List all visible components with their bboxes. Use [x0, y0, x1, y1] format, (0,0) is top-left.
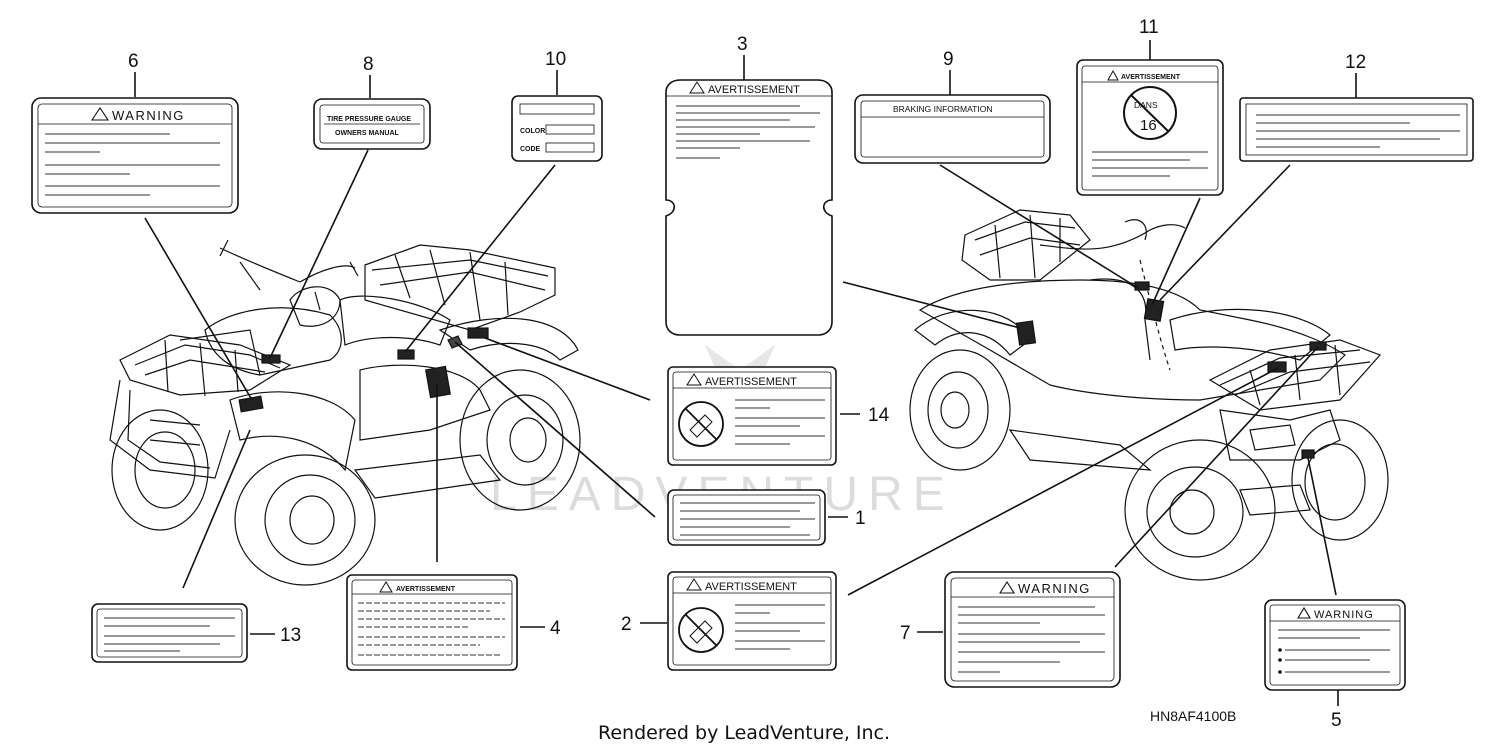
callout-10[interactable]: 10	[545, 49, 566, 70]
label-13[interactable]	[91, 603, 248, 663]
avertissement-text: AVERTISSEMENT	[1121, 74, 1181, 81]
code-text: CODE	[520, 146, 541, 153]
label-11-age-warning[interactable]: AVERTISSEMENT DANS 16	[1076, 59, 1224, 196]
callout-8[interactable]: 8	[363, 54, 374, 75]
dans-text: DANS	[1134, 100, 1158, 110]
warning-triangle-icon	[1107, 69, 1119, 81]
warning-triangle-icon	[689, 81, 705, 94]
callout-6[interactable]: 6	[128, 51, 139, 72]
callout-2[interactable]: 2	[621, 614, 632, 635]
label-12[interactable]	[1239, 97, 1474, 162]
label-14-avertissement[interactable]: AVERTISSEMENT	[667, 366, 837, 466]
label-5-warning[interactable]: WARNING	[1264, 599, 1406, 691]
warning-triangle-icon	[379, 581, 393, 593]
avertissement-text: AVERTISSEMENT	[705, 581, 797, 593]
label-2-avertissement[interactable]: AVERTISSEMENT	[667, 571, 837, 671]
label-9-braking-information[interactable]: BRAKING INFORMATION	[854, 94, 1051, 164]
age-16-text: 16	[1140, 117, 1157, 134]
callout-13[interactable]: 13	[280, 625, 301, 646]
warning-text: WARNING	[1314, 609, 1374, 621]
avertissement-text: AVERTISSEMENT	[396, 586, 456, 593]
label-6-warning[interactable]: WARNING	[31, 97, 239, 214]
callout-1[interactable]: 1	[855, 508, 866, 529]
prohibited-icon	[678, 401, 724, 447]
callout-11[interactable]: 11	[1139, 17, 1159, 38]
leader-lines	[134, 40, 1357, 706]
label-4-avertissement[interactable]: AVERTISSEMENT	[346, 574, 518, 671]
atv-front-left-view	[109, 239, 581, 586]
callout-4[interactable]: 4	[550, 618, 561, 639]
callout-7[interactable]: 7	[900, 623, 911, 644]
diagram-code: HN8AF4100B	[1150, 708, 1236, 724]
label-3-avertissement[interactable]: AVERTISSEMENT	[665, 79, 833, 336]
prohibited-icon	[678, 607, 724, 653]
warning-text: WARNING	[112, 108, 185, 123]
label-1[interactable]	[667, 489, 826, 546]
label-7-warning[interactable]: WARNING	[944, 571, 1121, 688]
warning-text: WARNING	[1018, 581, 1091, 596]
callout-14[interactable]: 14	[868, 405, 890, 426]
prohibited-icon	[1123, 86, 1177, 140]
callout-12[interactable]: 12	[1345, 52, 1366, 73]
callout-5[interactable]: 5	[1331, 710, 1342, 731]
warning-triangle-icon	[998, 580, 1016, 594]
label-10-color-code[interactable]: COLOR CODE	[511, 95, 603, 162]
warning-triangle-icon	[90, 107, 110, 121]
callout-3[interactable]: 3	[737, 34, 748, 55]
avertissement-text: AVERTISSEMENT	[705, 376, 797, 388]
warning-triangle-icon	[1297, 606, 1311, 619]
avertissement-text: AVERTISSEMENT	[708, 84, 800, 96]
callout-numbers: 6 8 10 3 9 11 12 14 1 2 4 13 7 5	[128, 17, 1366, 731]
label-8-tire-gauge[interactable]: TIRE PRESSURE GAUGE OWNERS MANUAL	[313, 98, 431, 150]
warning-triangle-icon	[686, 373, 702, 386]
tire-gauge-text: TIRE PRESSURE GAUGE	[327, 116, 411, 123]
owners-manual-text: OWNERS MANUAL	[335, 130, 399, 137]
color-text: COLOR	[520, 128, 545, 135]
callout-9[interactable]: 9	[943, 49, 954, 70]
rendered-by-credit: Rendered by LeadVenture, Inc.	[598, 722, 890, 744]
atv-rear-right-view	[909, 209, 1389, 581]
warning-triangle-icon	[686, 578, 702, 591]
braking-text: BRAKING INFORMATION	[893, 104, 993, 114]
